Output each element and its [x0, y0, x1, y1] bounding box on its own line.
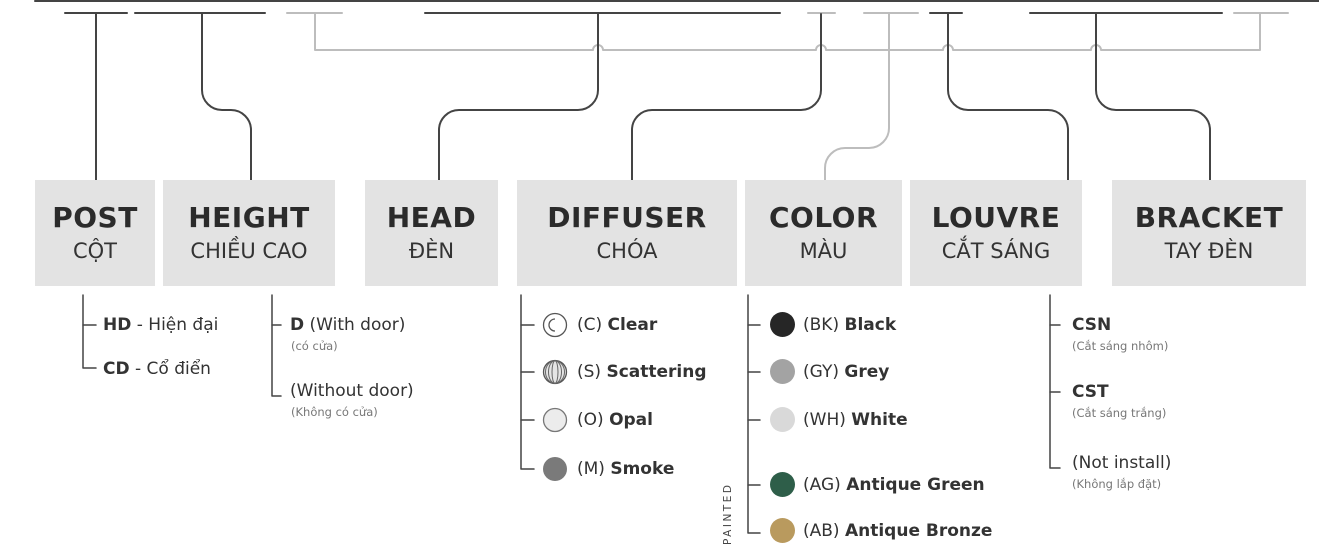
diffuser-option-code: (M) [577, 459, 611, 479]
diffuser-option-name: Opal [609, 410, 653, 430]
post-title: POST [52, 201, 138, 234]
height-option-desc: (Without door) [290, 381, 414, 401]
grey-swatch-icon [770, 359, 795, 384]
louvre-title: LOUVRE [931, 201, 1061, 234]
color-option-white: (WH) White [803, 409, 908, 431]
diffuser-option-smoke: (M) Smoke [577, 458, 674, 480]
color-option-grey: (GY) Grey [803, 361, 889, 383]
opal-diffuser-icon [542, 407, 568, 433]
color-option-code: (AG) [803, 475, 847, 495]
color-option-code: (WH) [803, 410, 852, 430]
color-option-name: Antique Bronze [844, 521, 993, 541]
diffuser-option-code: (C) [577, 315, 608, 335]
diffuser-option-name: Clear [607, 315, 658, 335]
diffuser-box: DIFFUSER CHÓA [517, 180, 737, 286]
antique-green-swatch-icon [770, 472, 795, 497]
color-option-antique-bronze: (AB) Antique Bronze [803, 520, 992, 542]
post-option-code: CD [103, 359, 130, 379]
color-option-code: (GY) [803, 362, 845, 382]
louvre-option-note: (Cắt sáng trắng) [1072, 406, 1167, 420]
painted-label: PAINTED [722, 482, 734, 545]
post-subtitle: CỘT [72, 239, 118, 263]
post-option-code: HD [103, 315, 132, 335]
height-option-no-door: (Without door) [290, 380, 414, 402]
post-option-cd: CD - Cổ điển [103, 358, 211, 380]
height-option-desc: (With door) [304, 315, 406, 335]
height-subtitle: CHIỀU CAO [190, 239, 308, 263]
smoke-diffuser-icon [543, 457, 567, 481]
height-option-note: (Không có cửa) [291, 405, 378, 419]
height-box: HEIGHT CHIỀU CAO [163, 180, 335, 286]
height-option-note: (có cửa) [291, 339, 338, 353]
post-option-hd: HD - Hiện đại [103, 314, 218, 336]
post-box: POST CỘT [35, 180, 155, 286]
diffuser-title: DIFFUSER [547, 201, 707, 234]
white-swatch-icon [770, 407, 795, 432]
color-option-code: (AB) [803, 521, 845, 541]
diffuser-option-name: Scattering [606, 362, 707, 382]
post-option-desc: - Cổ điển [129, 359, 211, 379]
post-option-desc: - Hiện đại [131, 315, 219, 335]
louvre-subtitle: CẮT SÁNG [941, 239, 1051, 263]
bracket-title: BRACKET [1134, 201, 1284, 234]
color-option-name: Grey [844, 362, 890, 382]
louvre-option-not-install: (Not install) [1072, 452, 1171, 474]
color-option-code: (BK) [803, 315, 845, 335]
height-option-code: D [290, 315, 305, 335]
diffuser-subtitle: CHÓA [596, 239, 658, 263]
height-title: HEIGHT [188, 201, 310, 234]
color-option-name: Antique Green [846, 475, 985, 495]
louvre-option-code: CSN [1072, 315, 1112, 335]
louvre-option-code: (Not install) [1072, 453, 1172, 473]
louvre-option-code: CST [1072, 382, 1109, 402]
louvre-option-cst: CST [1072, 381, 1109, 403]
bracket-box: BRACKET TAY ĐÈN [1112, 180, 1306, 286]
bracket-subtitle: TAY ĐÈN [1164, 239, 1254, 263]
head-subtitle: ĐÈN [408, 239, 455, 263]
diffuser-option-code: (O) [577, 410, 610, 430]
color-option-name: Black [844, 315, 897, 335]
head-box: HEAD ĐÈN [365, 180, 498, 286]
color-option-name: White [851, 410, 908, 430]
louvre-option-csn: CSN [1072, 314, 1111, 336]
diffuser-option-clear: (C) Clear [577, 314, 657, 336]
color-box: COLOR MÀU [745, 180, 902, 286]
diffuser-option-scattering: (S) Scattering [577, 361, 707, 383]
diffuser-option-code: (S) [577, 362, 607, 382]
diffuser-option-opal: (O) Opal [577, 409, 653, 431]
height-option-d: D (With door) [290, 314, 405, 336]
louvre-option-note: (Cắt sáng nhôm) [1072, 339, 1169, 353]
black-swatch-icon [770, 312, 795, 337]
louvre-box: LOUVRE CẮT SÁNG [910, 180, 1082, 286]
antique-bronze-swatch-icon [770, 518, 795, 543]
louvre-option-note: (Không lắp đặt) [1072, 477, 1162, 491]
color-title: COLOR [768, 201, 879, 234]
head-title: HEAD [386, 201, 477, 234]
color-subtitle: MÀU [799, 239, 848, 263]
scattering-diffuser-icon [542, 359, 568, 385]
color-option-black: (BK) Black [803, 314, 896, 336]
diffuser-option-name: Smoke [610, 459, 675, 479]
clear-diffuser-icon [542, 312, 568, 338]
color-option-antique-green: (AG) Antique Green [803, 474, 985, 496]
